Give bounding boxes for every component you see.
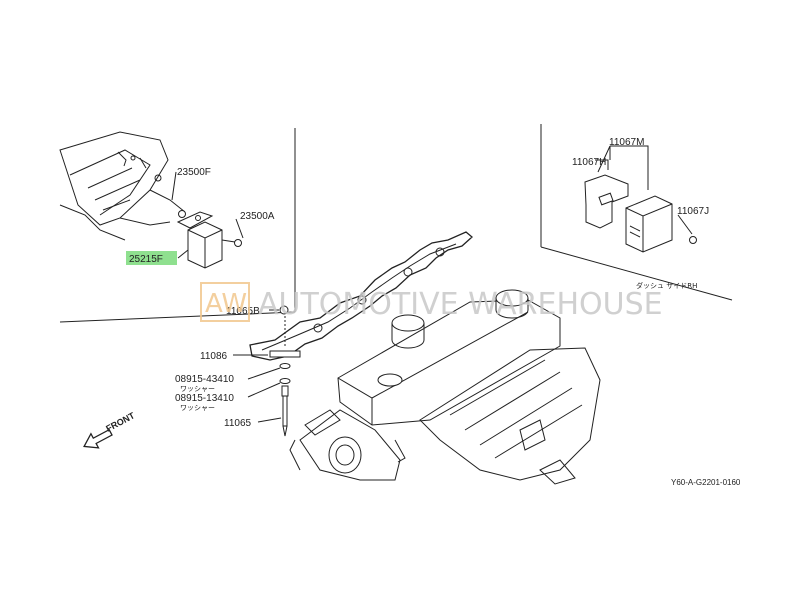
- label-11067M[interactable]: 11067M: [609, 137, 644, 148]
- diagram-code: Y60-A-G2201-0160: [671, 478, 741, 487]
- watermark-abbr: AW: [205, 289, 247, 319]
- label-11067J[interactable]: 11067J: [677, 206, 709, 217]
- highlight-25215F: [126, 251, 177, 265]
- label-11065[interactable]: 11065: [224, 418, 252, 429]
- bolt-11067J-icon: [689, 236, 697, 244]
- watermark: AW AUTOMOTIVE WAREHOUSE: [200, 282, 663, 322]
- relay-part: [176, 210, 242, 269]
- label-08915-43410[interactable]: 08915-43410: [175, 374, 234, 385]
- inset-control-unit-frame: [540, 124, 733, 301]
- front-arrow-icon: [83, 428, 113, 449]
- engine-drawing: [289, 289, 601, 485]
- screw-23500A-icon: [234, 239, 242, 247]
- label-23500A[interactable]: 23500A: [240, 211, 275, 222]
- label-washer-2: ワッシャー: [180, 404, 215, 412]
- label-23500F[interactable]: 23500F: [177, 167, 211, 178]
- control-unit-drawing: [584, 174, 697, 253]
- inset-relay-frame: [59, 128, 296, 323]
- label-25215F[interactable]: 25215F: [129, 254, 163, 265]
- label-front: FRONT: [104, 410, 137, 434]
- label-11086[interactable]: 11086: [200, 351, 228, 362]
- screw-23500F-icon: [178, 210, 186, 218]
- label-11065B[interactable]: 11065B: [226, 306, 260, 317]
- label-11067H[interactable]: 11067H: [572, 157, 606, 168]
- nut-11065B-icon: [279, 305, 289, 315]
- glow-plug-stack: [269, 305, 301, 437]
- label-washer-1: ワッシャー: [180, 385, 215, 393]
- label-08915-13410[interactable]: 08915-13410: [175, 393, 234, 404]
- gasket-drawing: [249, 231, 473, 361]
- watermark-text: AUTOMOTIVE WAREHOUSE: [258, 287, 663, 322]
- dash-bracket-drawing: [59, 131, 186, 241]
- label-dash-side-rh: ダッシュ サイドRH: [636, 281, 697, 290]
